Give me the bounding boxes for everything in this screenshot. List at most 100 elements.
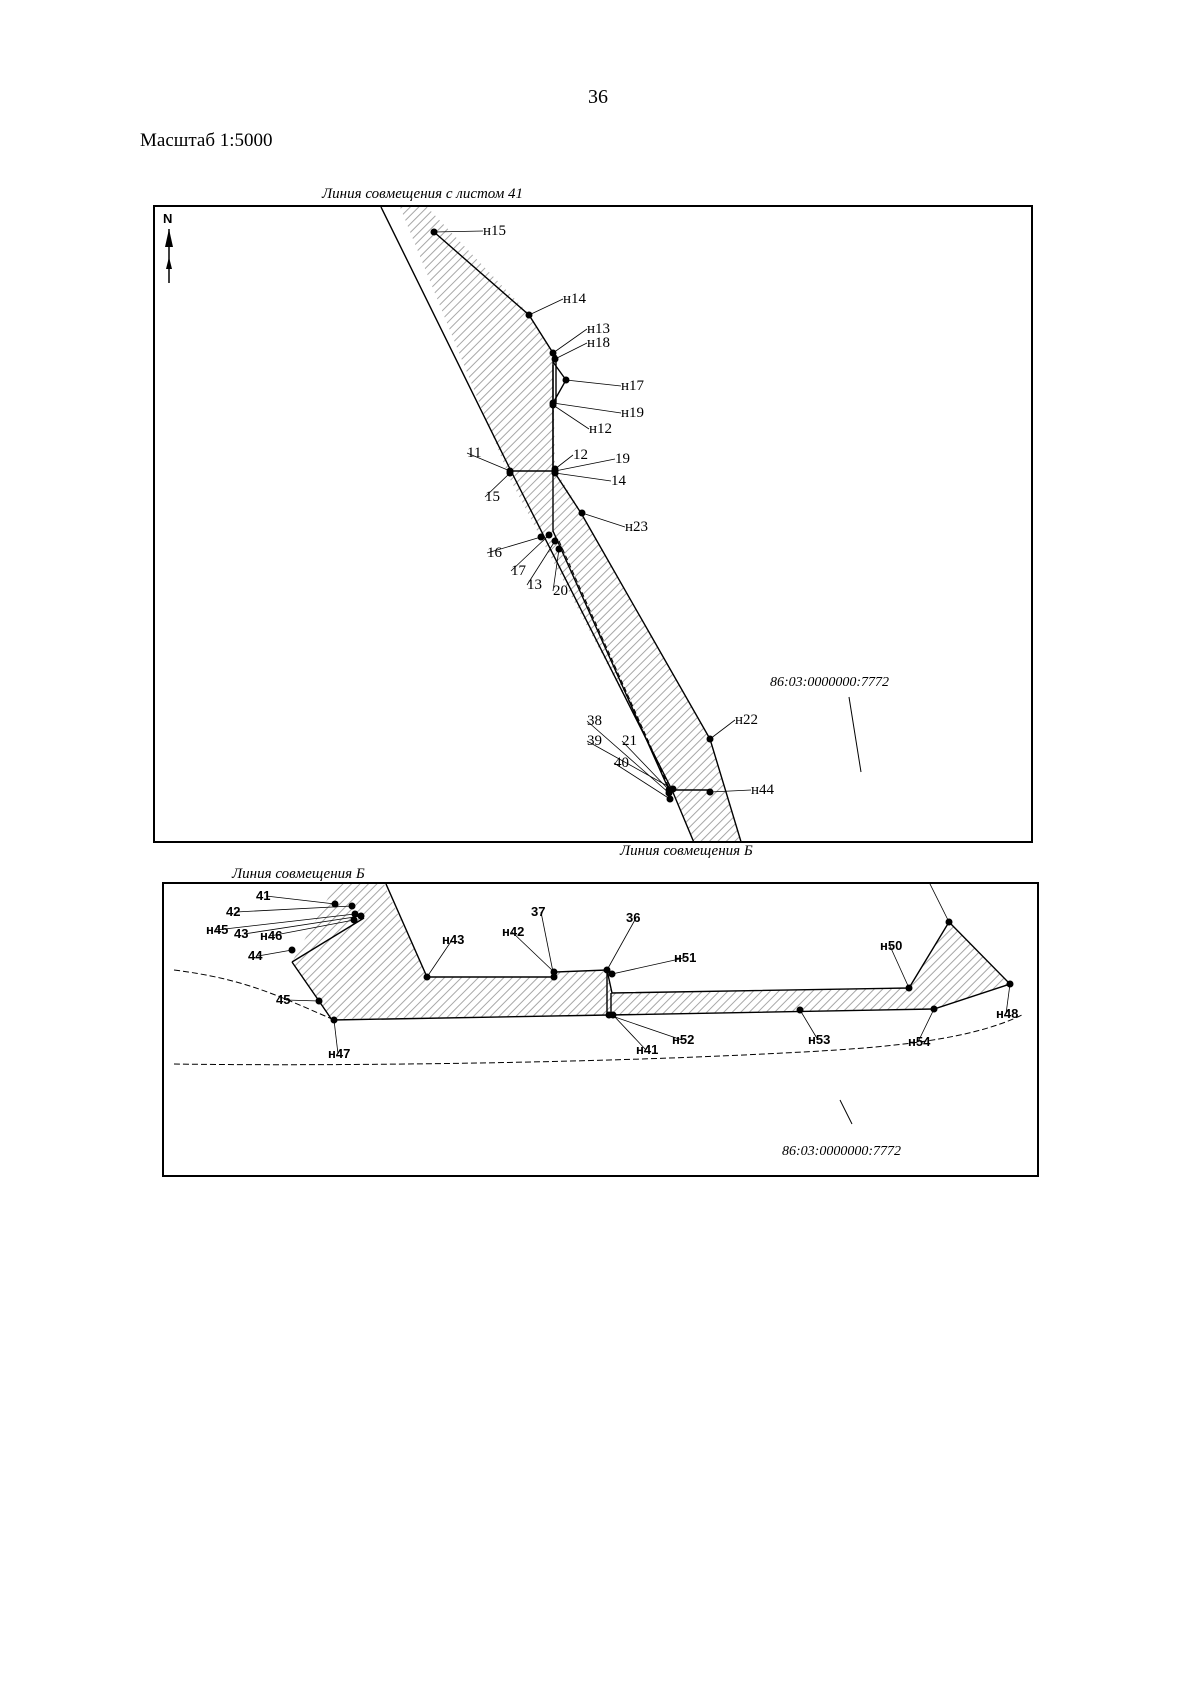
- inset-point-label: н45: [206, 922, 228, 937]
- inset-point-label: н41: [636, 1042, 658, 1057]
- map2-drawing: 86:03:0000000:7772 41 42 н45 43 н46 44 45 н47 н4…: [173, 884, 1025, 1159]
- inset-point-1: 41: [256, 888, 339, 908]
- boundary-point-12: 15: [484, 469, 514, 505]
- inset-point-label: 44: [248, 948, 263, 963]
- page-number: 36: [588, 86, 608, 108]
- boundary-point-17: 20: [552, 545, 568, 599]
- point-label: 38: [587, 713, 602, 729]
- inset-point-2: 42: [226, 902, 356, 919]
- inset-point-label: н53: [808, 1032, 830, 1047]
- inset-cadastral-number-label: 86:03:0000000:7772: [782, 1144, 901, 1159]
- north-arrow-icon: [165, 229, 173, 283]
- point-label: н19: [621, 405, 644, 421]
- point-label: 21: [622, 733, 637, 749]
- boundary-point-11: 14: [551, 469, 627, 489]
- point-label: 20: [553, 583, 568, 599]
- boundary-point-16: 13: [526, 537, 559, 593]
- inset-point-11: 37: [531, 904, 558, 981]
- hatched-area: [292, 884, 1010, 1019]
- road-edge-north: [173, 969, 333, 1020]
- point-label: 13: [527, 577, 542, 593]
- map2-caption: Линия совмещения Б: [232, 866, 365, 882]
- point-label: 40: [614, 755, 629, 771]
- scale-label: Масштаб 1:5000: [140, 130, 273, 151]
- inset-point-label: н46: [260, 928, 282, 943]
- inset-point-label: 37: [531, 904, 545, 919]
- hatched-strip: [400, 207, 741, 841]
- boundary-point-7: н12: [549, 401, 612, 437]
- cadastral-number-label: 86:03:0000000:7772: [770, 675, 889, 690]
- inset-point-20: н54: [908, 1005, 938, 1049]
- point-label: н23: [625, 519, 648, 535]
- inset-point-5: н46: [260, 916, 358, 943]
- inset-point-label: 41: [256, 888, 270, 903]
- boundary-point-2: н14: [525, 291, 587, 319]
- point-label: 14: [611, 473, 627, 489]
- inset-point-8: н47: [328, 1016, 350, 1061]
- inset-point-15: н41: [609, 1011, 658, 1057]
- inset-point-label: н42: [502, 924, 524, 939]
- map-sheet-inset: 86:03:0000000:7772 41 42 н45 43 н46 44 45 н47 н4…: [162, 882, 1039, 1177]
- inset-point-label: н54: [908, 1034, 931, 1049]
- boundary-point-6: н19: [549, 399, 644, 421]
- inset-point-label: 45: [276, 992, 290, 1007]
- boundary-point-15: 17: [510, 531, 553, 579]
- map1-top-caption: Линия совмещения с листом 41: [322, 186, 524, 202]
- road-edge-south: [173, 1013, 1025, 1066]
- point-label: н44: [751, 782, 775, 798]
- inset-point-9: н43: [423, 932, 464, 981]
- point-label: 19: [615, 451, 630, 467]
- inset-point-label: 43: [234, 926, 248, 941]
- inset-point-16: н53: [796, 1006, 830, 1047]
- inset-northwest: [291, 917, 365, 963]
- boundary-point-1: н15: [430, 223, 506, 239]
- inset-point-label: 42: [226, 904, 240, 919]
- north-label: N: [163, 211, 173, 226]
- boundary-point-3: н13: [549, 321, 610, 357]
- dashed-boundary: [558, 540, 672, 793]
- inset-point-label: н51: [674, 950, 696, 965]
- inset-point-12: 36: [603, 910, 640, 974]
- inset-point-17: н50: [880, 938, 913, 992]
- point-label: 39: [587, 733, 602, 749]
- point-label: н14: [563, 291, 587, 307]
- inset-point-label: н52: [672, 1032, 694, 1047]
- point-label: н15: [483, 223, 506, 239]
- boundary-point-23: н44: [706, 782, 775, 798]
- point-label: 17: [511, 563, 527, 579]
- inset-cadastral-leader: [839, 1099, 853, 1125]
- boundary-point-4: н18: [551, 335, 610, 363]
- inset-point-label: н50: [880, 938, 902, 953]
- inset-point-label: н43: [442, 932, 464, 947]
- boundary-west: [380, 207, 695, 841]
- inset-point-4: 43: [234, 912, 365, 941]
- point-label: н18: [587, 335, 610, 351]
- boundary-point-20: 38: [586, 713, 673, 797]
- point-label: н13: [587, 321, 610, 337]
- boundary-point-22: 40: [613, 755, 674, 803]
- inset-point-19: н48: [996, 980, 1018, 1021]
- inset-point-13: н51: [608, 950, 696, 978]
- boundary-point-21: 39: [586, 733, 677, 793]
- point-label: 15: [485, 489, 500, 505]
- boundary-point-18: 21: [621, 733, 673, 794]
- inset-point-18: н49: [918, 884, 953, 926]
- inset-point-label: 36: [626, 910, 640, 925]
- inset-point-6: 44: [248, 946, 296, 963]
- point-label: н22: [735, 712, 758, 728]
- cadastral-leader: [848, 696, 862, 773]
- boundary-point-13: н23: [578, 509, 648, 535]
- inset-point-10: н42: [502, 924, 558, 976]
- point-label: 12: [573, 447, 588, 463]
- boundary-point-5: н17: [562, 376, 645, 394]
- map1-bottom-caption: Линия совмещения Б: [620, 843, 753, 859]
- point-label: 11: [467, 445, 481, 461]
- inset-point-label: н49: [918, 884, 940, 887]
- point-label: н17: [621, 378, 645, 394]
- inset-point-7: 45: [276, 992, 323, 1007]
- boundary-point-14: 16: [486, 533, 545, 561]
- inset-point-label: н48: [996, 1006, 1018, 1021]
- point-label: н12: [589, 421, 612, 437]
